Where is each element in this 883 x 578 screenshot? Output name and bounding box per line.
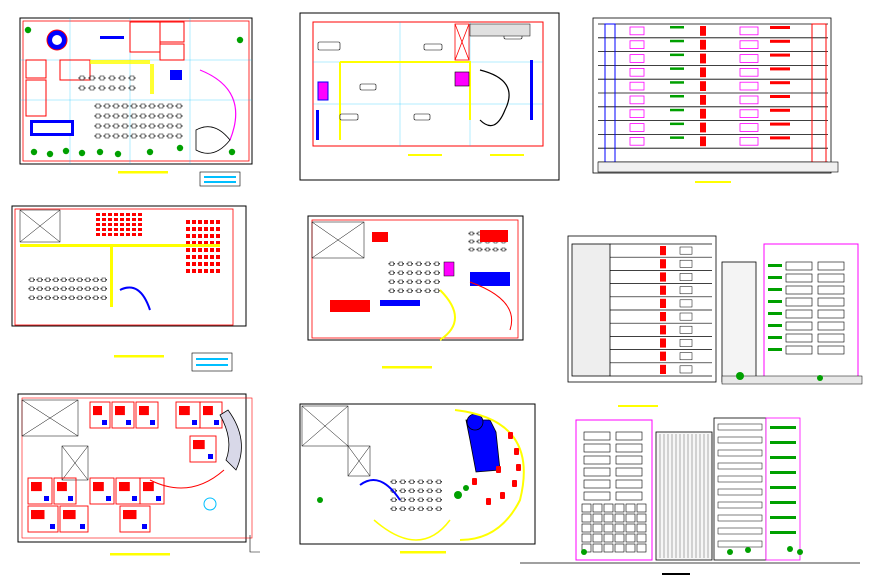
- basement-parking-plan: [299, 12, 560, 181]
- front-elevation: [520, 417, 860, 575]
- roof-terrace-plan: [299, 403, 536, 554]
- second-floor-plan: [11, 205, 247, 372]
- fourth-floor-plan: [17, 393, 260, 556]
- ground-floor-plan: [19, 17, 253, 187]
- longitudinal-section: [592, 17, 839, 183]
- cross-section-and-side-elevation: [567, 235, 863, 407]
- third-floor-plan: [307, 215, 524, 369]
